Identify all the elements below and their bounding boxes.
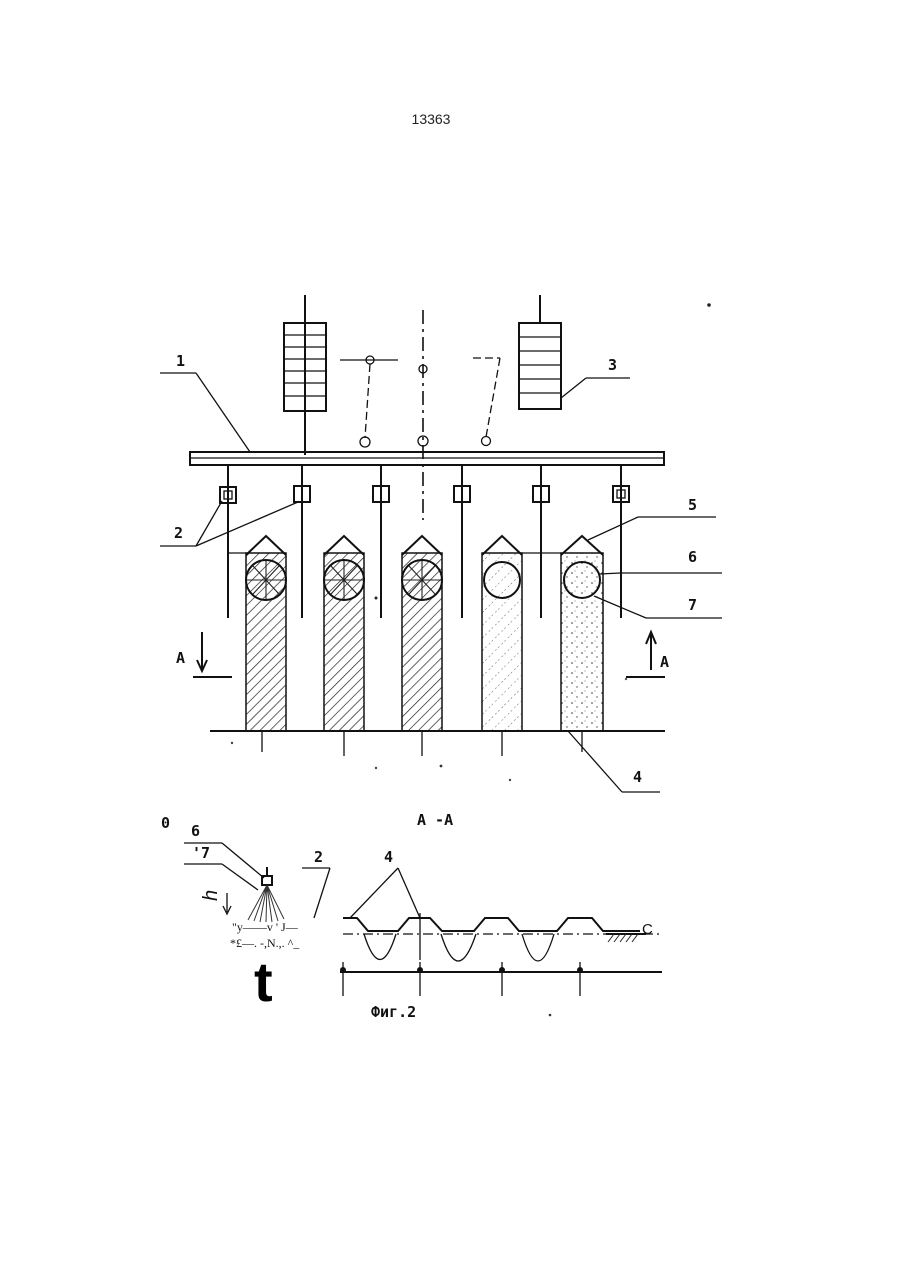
- scan-artifact-line-2: *£—. -,N.,. ^_: [230, 936, 300, 950]
- callout-7: 7: [688, 596, 697, 614]
- furrows: [364, 934, 554, 961]
- callout-3: 3: [608, 356, 617, 374]
- figure-caption: Фиг.2: [371, 1003, 416, 1021]
- callout-1: 1: [176, 352, 185, 370]
- scan-artifact-letter: t: [254, 950, 273, 1013]
- height-symbol: h: [200, 890, 222, 901]
- weight-block-left: [284, 295, 326, 455]
- page-number: 13363: [412, 111, 451, 127]
- callout-5: 5: [688, 496, 697, 514]
- callout-2-bottom: 2: [314, 848, 323, 866]
- callout-4-bottom: 4: [384, 848, 393, 866]
- ridge-profile: [343, 918, 640, 931]
- callout-2: 2: [174, 524, 183, 542]
- left-margin-mark: 0: [161, 814, 170, 832]
- section-arrow-left: A: [176, 632, 232, 677]
- plant-rows: [228, 536, 603, 731]
- callout-6-bottom: 6: [191, 822, 200, 840]
- section-arrow-right: A: [626, 632, 669, 677]
- sprayer-nozzle: [248, 867, 284, 922]
- callout-7-bottom: '7: [192, 844, 210, 862]
- pendulum-links: [340, 310, 500, 520]
- scan-artifact-line-1: "y——v ' J—: [232, 920, 299, 934]
- weight-block-right: [519, 295, 561, 409]
- ground-symbol: С: [642, 921, 653, 938]
- figure-top: A A 1 2 3 4 5 6: [160, 295, 722, 792]
- figure-section: A -A 0 6 '7 h "y——v ' J— *£—. -,N.,. ^_ …: [161, 811, 662, 1021]
- callout-6: 6: [688, 548, 697, 566]
- callout-4: 4: [633, 768, 642, 786]
- section-title: A -A: [417, 811, 453, 829]
- section-label-right: A: [660, 653, 669, 671]
- section-label-left: A: [176, 649, 185, 667]
